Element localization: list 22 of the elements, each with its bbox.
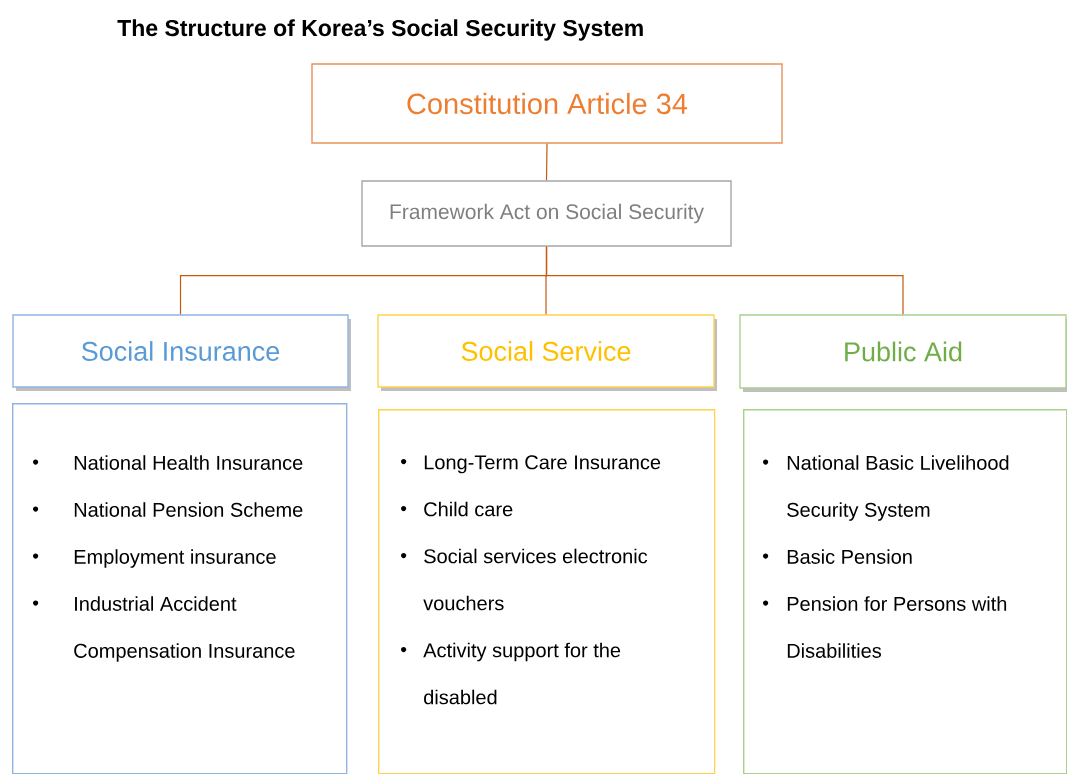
connector-line — [545, 246, 904, 315]
category-header-box: Social Service — [377, 314, 717, 391]
category-header-box: Social Insurance — [12, 314, 351, 391]
framework-act-box: Framework Act on Social Security — [361, 180, 732, 247]
list-item: Social services electronic vouchers — [423, 548, 648, 611]
list-item: Employment insurance — [74, 549, 276, 568]
list-item: Long-Term Care Insurance — [424, 455, 661, 474]
list-box — [378, 409, 716, 774]
list-item: National Basic Livelihood Security System — [787, 455, 1009, 521]
list-box — [743, 409, 1067, 774]
category-header-box: Public Aid — [739, 314, 1067, 392]
list-item: Child care — [424, 501, 513, 517]
list-item: Activity support for the disabled — [423, 642, 621, 705]
list-item: Basic Pension — [787, 549, 912, 564]
list-item: National Pension Scheme — [74, 502, 303, 517]
list-item: Industrial Accident Compensation Insurance — [74, 596, 295, 662]
list-item: Pension for Persons with Disabilities — [787, 596, 1007, 658]
list-box — [12, 403, 348, 774]
constitution-box: Constitution Article 34 — [311, 63, 783, 144]
connector-line — [545, 143, 548, 181]
list-item: National Health Insurance — [74, 455, 303, 470]
title: The Structure of Korea’s Social Security System — [117, 19, 643, 41]
